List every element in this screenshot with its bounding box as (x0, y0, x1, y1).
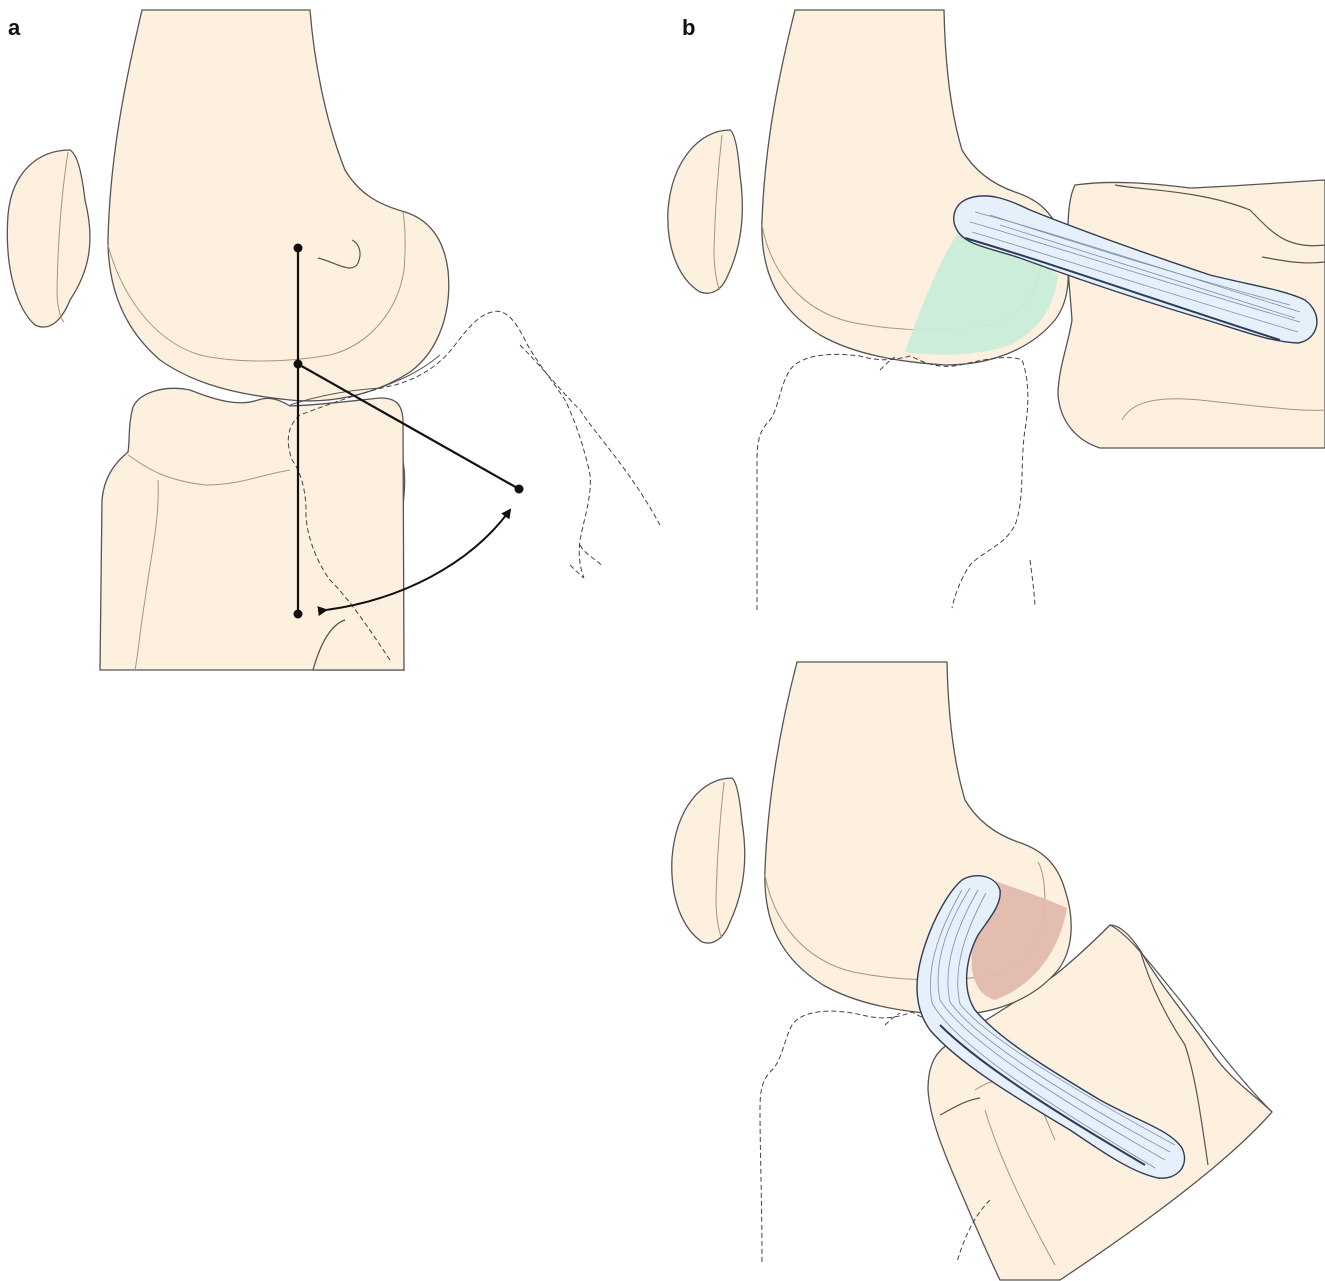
panel-b-bottom (672, 662, 1272, 1280)
panel-label-b: b (682, 17, 695, 39)
axis-point-bottom (294, 610, 303, 619)
dashed-contour-b-top (757, 354, 1028, 610)
dashed-contour-flexed-tibia-3 (580, 545, 603, 567)
panel-b-top (668, 10, 1325, 610)
dashed-contour-b-top-2 (1030, 560, 1035, 606)
panel-label-a: a (8, 17, 20, 39)
patella-shape (7, 150, 90, 327)
dashed-contour-flexed-tibia-2 (520, 345, 660, 525)
axis-point-top (294, 244, 303, 253)
tibia-shape (100, 388, 404, 670)
femur-shape (108, 10, 449, 401)
axis-point-flexed (515, 485, 524, 494)
patella-shape-b-bottom (672, 778, 745, 943)
panel-a (7, 10, 660, 670)
dashed-contour-b-top-3 (880, 357, 895, 370)
dashed-contour-b-bottom-3 (885, 1013, 900, 1025)
axis-point-center (294, 360, 303, 369)
patella-shape-b-top (668, 130, 742, 293)
dashed-contour-b-bottom (760, 1011, 960, 1262)
